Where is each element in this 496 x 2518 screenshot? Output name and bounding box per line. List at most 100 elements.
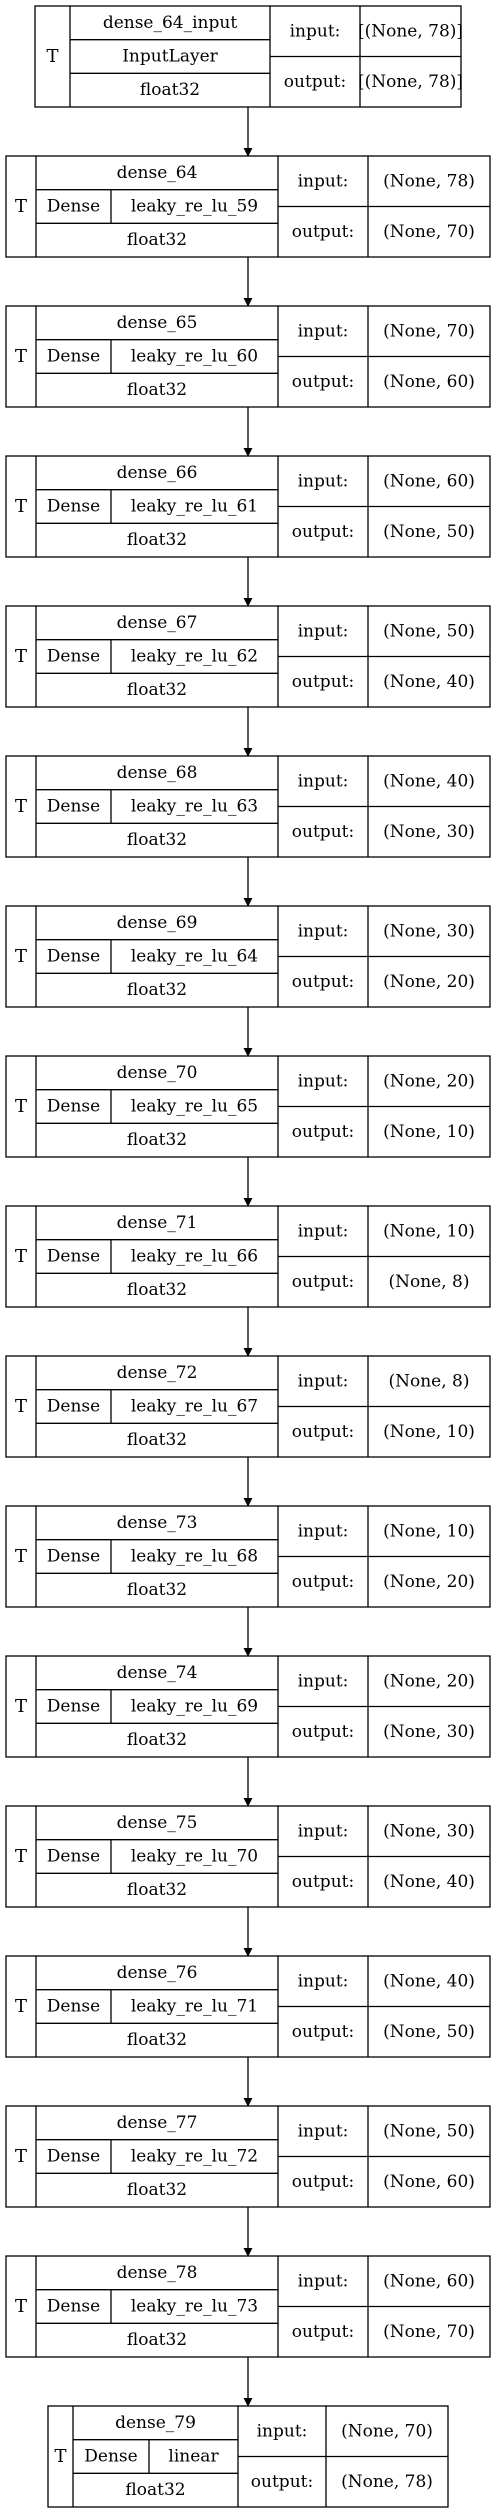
layer-type: Dense xyxy=(47,197,100,217)
output-label: output: xyxy=(292,2322,354,2342)
layer-dtype: float32 xyxy=(127,1580,187,1600)
layer-type: Dense xyxy=(47,1247,100,1267)
input-label: input: xyxy=(298,1221,349,1241)
output-shape: (None, 60) xyxy=(383,2172,475,2192)
layer-dtype: float32 xyxy=(127,1730,187,1750)
layer-name: dense_68 xyxy=(117,763,198,783)
output-shape: (None, 8) xyxy=(388,1272,469,1292)
output-shape: (None, 50) xyxy=(383,2022,475,2042)
input-shape: (None, 70) xyxy=(341,2421,433,2441)
input-shape: (None, 30) xyxy=(383,1821,475,1841)
layer-dtype: float32 xyxy=(127,2030,187,2050)
input-label: input: xyxy=(298,1971,349,1991)
input-shape: (None, 70) xyxy=(383,321,475,341)
output-label: output: xyxy=(292,1422,354,1442)
layer-name: dense_78 xyxy=(117,2263,198,2283)
output-label: output: xyxy=(251,2472,313,2492)
output-shape: (None, 20) xyxy=(383,1572,475,1592)
layer-type: InputLayer xyxy=(122,47,218,67)
layer-node: Tdense_64_inputInputLayerfloat32input:ou… xyxy=(34,5,463,108)
layer-dtype: float32 xyxy=(127,380,187,400)
output-label: output: xyxy=(292,372,354,392)
trainable-flag: T xyxy=(46,46,58,67)
layer-dtype: float32 xyxy=(127,2330,187,2350)
output-label: output: xyxy=(292,2022,354,2042)
layer-type: Dense xyxy=(47,1997,100,2017)
layer-dtype: float32 xyxy=(125,2480,185,2500)
output-label: output: xyxy=(292,522,354,542)
output-label: output: xyxy=(292,672,354,692)
output-shape: (None, 70) xyxy=(383,222,475,242)
output-shape: (None, 20) xyxy=(383,972,475,992)
input-label: input: xyxy=(298,1671,349,1691)
layer-name: dense_64 xyxy=(117,163,198,183)
layer-dtype: float32 xyxy=(127,1130,187,1150)
layer-activation: leaky_re_lu_63 xyxy=(131,797,258,817)
trainable-flag: T xyxy=(15,1096,27,1117)
layer-activation: leaky_re_lu_72 xyxy=(131,2147,258,2167)
input-shape: (None, 10) xyxy=(383,1221,475,1241)
layer-type: Dense xyxy=(47,797,100,817)
layer-type: Dense xyxy=(47,2297,100,2317)
layer-activation: leaky_re_lu_62 xyxy=(131,647,258,667)
trainable-flag: T xyxy=(15,946,27,967)
layer-dtype: float32 xyxy=(127,230,187,250)
layer-activation: leaky_re_lu_59 xyxy=(131,197,258,217)
layer-activation: leaky_re_lu_69 xyxy=(131,1697,258,1717)
input-label: input: xyxy=(290,21,341,41)
output-shape: (None, 60) xyxy=(383,372,475,392)
layer-name: dense_77 xyxy=(117,2113,198,2133)
layer-type: Dense xyxy=(84,2447,137,2467)
output-shape: (None, 40) xyxy=(383,1872,475,1892)
layer-name: dense_69 xyxy=(117,913,198,933)
layer-activation: leaky_re_lu_61 xyxy=(131,497,258,517)
layer-dtype: float32 xyxy=(140,80,200,100)
layer-type: Dense xyxy=(47,1547,100,1567)
layer-type: Dense xyxy=(47,497,100,517)
output-label: output: xyxy=(292,1722,354,1742)
output-label: output: xyxy=(292,1872,354,1892)
layer-activation: leaky_re_lu_67 xyxy=(131,1397,258,1417)
output-shape: (None, 30) xyxy=(383,1722,475,1742)
input-shape: (None, 10) xyxy=(383,1521,475,1541)
trainable-flag: T xyxy=(15,1696,27,1717)
layer-dtype: float32 xyxy=(127,2180,187,2200)
input-shape: (None, 60) xyxy=(383,2271,475,2291)
layer-name: dense_73 xyxy=(117,1513,198,1533)
trainable-flag: T xyxy=(15,796,27,817)
layer-name: dense_71 xyxy=(117,1213,198,1233)
layer-dtype: float32 xyxy=(127,680,187,700)
layer-type: Dense xyxy=(47,347,100,367)
trainable-flag: T xyxy=(15,1546,27,1567)
layer-name: dense_76 xyxy=(117,1963,198,1983)
layer-dtype: float32 xyxy=(127,530,187,550)
layer-dtype: float32 xyxy=(127,1280,187,1300)
layer-name: dense_79 xyxy=(115,2413,196,2433)
layer-name: dense_70 xyxy=(117,1063,198,1083)
layer-nodes: Tdense_64_inputInputLayerfloat32input:ou… xyxy=(5,5,491,2508)
input-label: input: xyxy=(298,771,349,791)
layer-activation: leaky_re_lu_64 xyxy=(131,947,258,967)
input-label: input: xyxy=(298,471,349,491)
output-shape: (None, 10) xyxy=(383,1122,475,1142)
input-label: input: xyxy=(298,321,349,341)
layer-type: Dense xyxy=(47,947,100,967)
input-shape: (None, 78) xyxy=(383,171,475,191)
output-shape: (None, 50) xyxy=(383,522,475,542)
trainable-flag: T xyxy=(15,196,27,217)
trainable-flag: T xyxy=(15,1846,27,1867)
input-label: input: xyxy=(298,921,349,941)
layer-type: Dense xyxy=(47,1697,100,1717)
layer-dtype: float32 xyxy=(127,980,187,1000)
layer-activation: leaky_re_lu_65 xyxy=(131,1097,258,1117)
layer-type: Dense xyxy=(47,1847,100,1867)
